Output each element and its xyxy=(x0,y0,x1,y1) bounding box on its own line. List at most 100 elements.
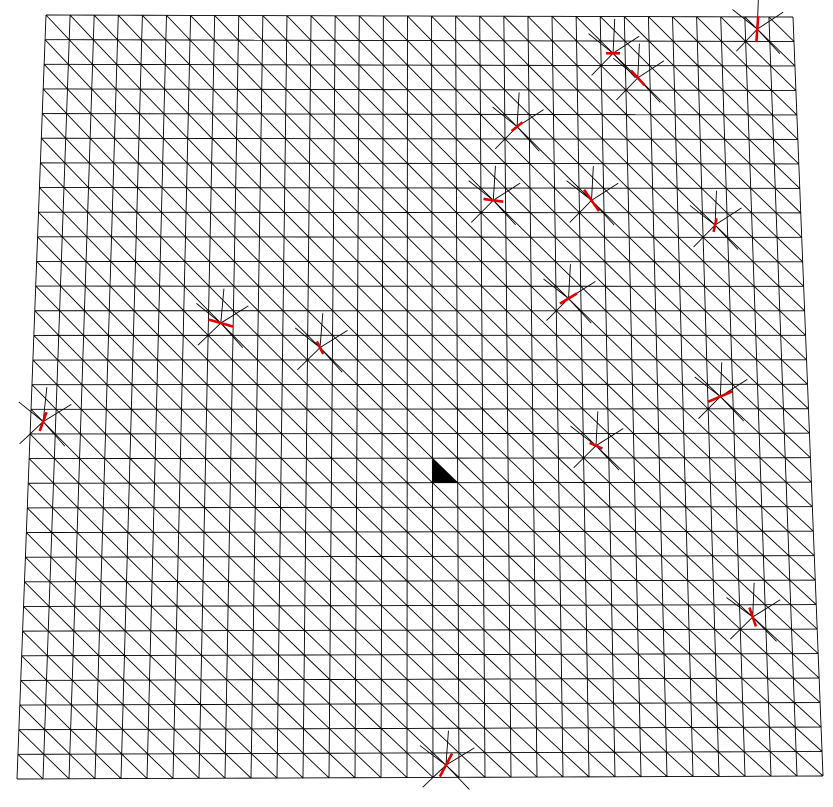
mesh-diagonal xyxy=(610,555,638,581)
mesh-edge xyxy=(98,630,100,656)
mesh-edge xyxy=(778,286,781,311)
mesh-diagonal xyxy=(85,261,111,287)
mesh-edge xyxy=(773,163,776,189)
mesh-diagonal xyxy=(717,727,745,753)
mesh-diagonal xyxy=(356,408,383,434)
mesh-edge xyxy=(161,187,163,213)
mesh-edge xyxy=(187,113,189,139)
mesh-diagonal xyxy=(309,113,335,140)
mesh-diagonal xyxy=(750,188,777,214)
mesh-edge xyxy=(24,532,27,558)
mesh-edge xyxy=(21,631,24,656)
mesh-diagonal xyxy=(505,236,532,263)
mesh-diagonal xyxy=(251,704,278,730)
mesh-diagonal xyxy=(580,310,607,336)
mesh-diagonal xyxy=(213,64,238,90)
mesh-edge xyxy=(59,286,61,311)
mesh-diagonal xyxy=(510,727,538,753)
mesh-diagonal xyxy=(232,359,258,385)
mesh-diagonal xyxy=(632,408,659,434)
mesh-edge xyxy=(84,261,87,287)
mesh-diagonal xyxy=(553,138,579,164)
mesh-edge xyxy=(784,457,787,483)
mesh-diagonal xyxy=(581,359,608,385)
mesh-diagonal xyxy=(356,507,383,533)
mesh-edge xyxy=(708,433,711,458)
mesh-diagonal xyxy=(382,335,408,361)
mesh-diagonal xyxy=(528,65,554,91)
mesh-edge xyxy=(182,335,184,360)
mesh-diagonal xyxy=(261,113,286,139)
mesh-edge xyxy=(747,114,750,140)
mesh-diagonal xyxy=(532,433,559,459)
mesh-diagonal xyxy=(633,433,660,459)
mesh-diagonal xyxy=(329,703,356,729)
mesh-diagonal xyxy=(458,629,485,655)
mesh-edge xyxy=(722,90,725,115)
mesh-edge xyxy=(174,655,177,680)
mesh-diagonal xyxy=(237,64,263,90)
mesh-diagonal xyxy=(602,138,628,164)
mesh-edge xyxy=(126,532,129,558)
mesh-edge xyxy=(133,286,136,311)
mesh-diagonal xyxy=(305,507,332,533)
mesh-diagonal xyxy=(162,162,187,188)
mesh-diagonal xyxy=(651,138,677,165)
mesh-edge xyxy=(58,310,61,336)
mesh-edge xyxy=(79,409,82,434)
mesh-edge xyxy=(821,751,824,777)
mesh-edge xyxy=(655,335,658,360)
mesh-edge xyxy=(699,139,702,164)
mesh-diagonal xyxy=(534,555,561,582)
mesh-diagonal xyxy=(233,310,259,336)
mesh-diagonal xyxy=(724,138,751,165)
mesh-diagonal xyxy=(277,703,304,730)
mesh-diagonal xyxy=(330,580,357,607)
mesh-diagonal xyxy=(164,64,190,90)
mesh-edge xyxy=(728,286,731,311)
mesh-diagonal xyxy=(261,64,287,90)
mesh-diagonal xyxy=(99,630,125,656)
mesh-edge xyxy=(67,39,70,65)
mesh-diagonal xyxy=(529,163,555,189)
mesh-edge xyxy=(24,557,26,582)
mesh-diagonal xyxy=(529,212,556,238)
mesh-diagonal xyxy=(81,384,107,410)
mesh-diagonal xyxy=(84,310,109,336)
mesh-diagonal xyxy=(751,212,778,238)
mesh-edge xyxy=(767,678,769,703)
mesh-edge xyxy=(128,483,130,508)
mesh-edge xyxy=(32,335,35,361)
defect-edge xyxy=(757,11,784,30)
mesh-diagonal xyxy=(174,704,201,730)
mesh-diagonal xyxy=(381,531,408,557)
mesh-diagonal xyxy=(229,531,255,558)
mesh-diagonal xyxy=(701,187,728,214)
mesh-edge xyxy=(49,557,52,582)
mesh-diagonal xyxy=(358,64,384,90)
mesh-diagonal xyxy=(67,88,92,114)
mesh-diagonal xyxy=(226,679,253,705)
defect-edge xyxy=(726,597,753,618)
mesh-edge xyxy=(701,212,704,238)
mesh-edge xyxy=(126,556,128,582)
mesh-edge xyxy=(213,40,215,65)
mesh-diagonal xyxy=(706,359,733,385)
mesh-diagonal xyxy=(256,408,282,435)
mesh-diagonal xyxy=(131,408,157,435)
mesh-diagonal xyxy=(689,653,717,679)
mesh-diagonal xyxy=(209,261,235,287)
mesh-edge xyxy=(116,39,118,65)
mesh-diagonal xyxy=(382,212,408,238)
mesh-diagonal xyxy=(431,285,458,312)
mesh-diagonal xyxy=(277,753,304,779)
mesh-edge xyxy=(88,138,91,163)
mesh-diagonal xyxy=(716,702,744,728)
defect-edge xyxy=(612,18,616,54)
mesh-diagonal xyxy=(54,433,80,459)
mesh-edge xyxy=(186,163,188,188)
mesh-diagonal xyxy=(280,457,307,484)
mesh-diagonal xyxy=(723,114,750,140)
mesh-diagonal xyxy=(680,334,708,361)
mesh-diagonal xyxy=(61,236,87,262)
